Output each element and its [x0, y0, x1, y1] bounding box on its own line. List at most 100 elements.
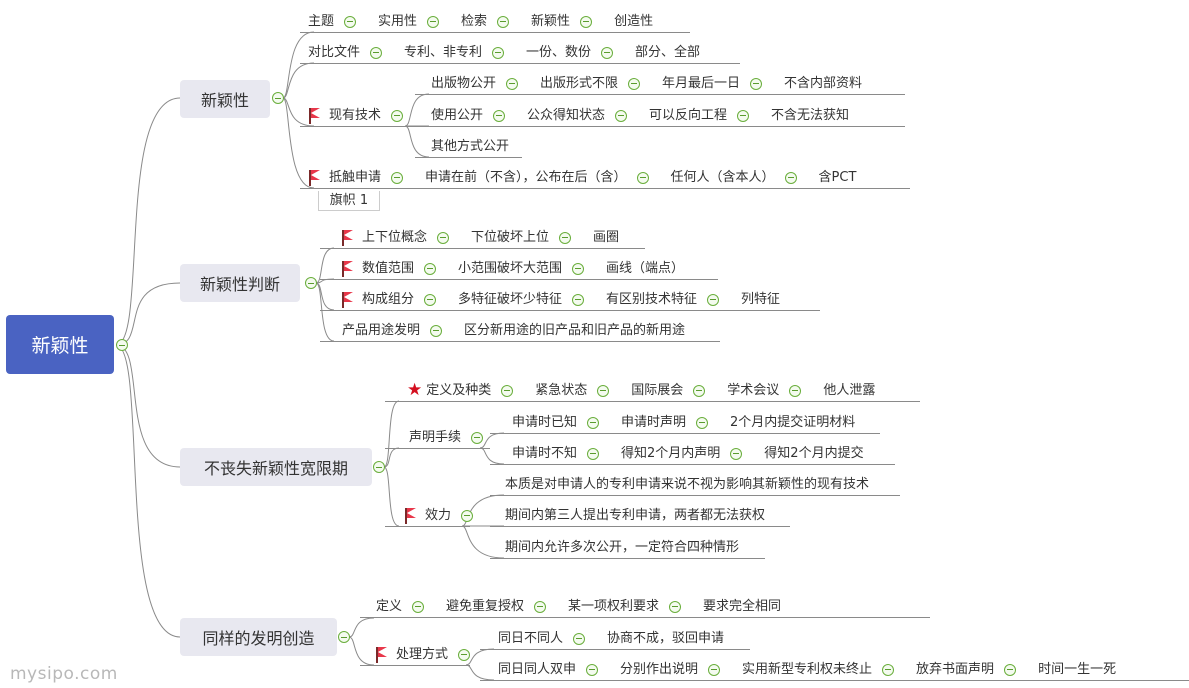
- collapse-icon[interactable]: [497, 15, 510, 28]
- collapse-icon[interactable]: [430, 324, 443, 337]
- node-label[interactable]: 其他方式公开: [431, 138, 510, 154]
- collapse-icon[interactable]: [572, 262, 585, 275]
- collapse-icon[interactable]: [412, 600, 425, 613]
- node-label[interactable]: 避免重复授权: [446, 598, 525, 614]
- collapse-icon[interactable]: [669, 600, 682, 613]
- node-label[interactable]: 申请时声明: [621, 414, 687, 430]
- node-label[interactable]: 区分新用途的旧产品和旧产品的新用途: [464, 322, 686, 338]
- collapse-icon[interactable]: [471, 431, 484, 444]
- root-topic[interactable]: 新颖性: [6, 315, 114, 374]
- node-label[interactable]: 含PCT: [818, 169, 857, 185]
- node-label[interactable]: 公众得知状态: [527, 107, 606, 123]
- collapse-icon[interactable]: [344, 15, 357, 28]
- collapse-icon[interactable]: [437, 231, 450, 244]
- node-label[interactable]: 不含内部资料: [784, 75, 863, 91]
- node-label[interactable]: 专利、非专利: [404, 44, 483, 60]
- node-label[interactable]: 实用新型专利权未终止: [742, 661, 873, 677]
- node-label[interactable]: 得知2个月内提交: [764, 445, 864, 461]
- collapse-icon[interactable]: [628, 77, 641, 90]
- collapse-icon[interactable]: [461, 509, 474, 522]
- node-label[interactable]: 时间一生一死: [1038, 661, 1117, 677]
- collapse-icon[interactable]: [391, 171, 404, 184]
- collapse-icon[interactable]: [587, 447, 600, 460]
- collapse-icon[interactable]: [373, 461, 385, 473]
- collapse-icon[interactable]: [501, 384, 514, 397]
- node-label[interactable]: 使用公开: [431, 107, 484, 123]
- collapse-icon[interactable]: [305, 277, 317, 289]
- node-label[interactable]: 要求完全相同: [703, 598, 782, 614]
- collapse-icon[interactable]: [424, 293, 437, 306]
- node-label[interactable]: 效力: [425, 507, 452, 523]
- topic-grace-period[interactable]: 不丧失新颖性宽限期: [180, 448, 372, 486]
- node-label[interactable]: 数值范围: [362, 260, 415, 276]
- collapse-icon[interactable]: [730, 447, 743, 460]
- node-label[interactable]: 多特征破坏少特征: [458, 291, 563, 307]
- node-label[interactable]: 协商不成，驳回申请: [607, 630, 725, 646]
- collapse-icon[interactable]: [882, 663, 895, 676]
- node-label[interactable]: 紧急状态: [535, 382, 588, 398]
- node-label[interactable]: 处理方式: [396, 646, 449, 662]
- collapse-icon[interactable]: [737, 109, 750, 122]
- collapse-icon[interactable]: [493, 109, 506, 122]
- collapse-icon[interactable]: [338, 631, 350, 643]
- node-label[interactable]: 现有技术: [329, 107, 382, 123]
- collapse-icon[interactable]: [492, 46, 505, 59]
- node-label[interactable]: 不含无法获知: [771, 107, 850, 123]
- node-label[interactable]: 可以反向工程: [649, 107, 728, 123]
- node-label[interactable]: 国际展会: [631, 382, 684, 398]
- node-label[interactable]: 申请在前（不含），公布在后（含）: [425, 169, 627, 185]
- node-label[interactable]: 列特征: [741, 291, 781, 307]
- node-label[interactable]: 2个月内提交证明材料: [730, 414, 856, 430]
- collapse-icon[interactable]: [601, 46, 614, 59]
- node-label[interactable]: 有区别技术特征: [606, 291, 698, 307]
- collapse-icon[interactable]: [696, 416, 709, 429]
- node-label[interactable]: 对比文件: [308, 44, 361, 60]
- node-label[interactable]: 部分、全部: [635, 44, 701, 60]
- collapse-icon[interactable]: [586, 663, 599, 676]
- node-label[interactable]: 任何人（含本人）: [670, 169, 775, 185]
- collapse-icon[interactable]: [424, 262, 437, 275]
- collapse-icon[interactable]: [1004, 663, 1017, 676]
- node-label[interactable]: 构成组分: [362, 291, 415, 307]
- collapse-icon[interactable]: [534, 600, 547, 613]
- node-label[interactable]: 声明手续: [409, 429, 462, 445]
- collapse-icon[interactable]: [580, 15, 593, 28]
- collapse-icon[interactable]: [458, 648, 471, 661]
- node-label[interactable]: 某一项权利要求: [568, 598, 660, 614]
- collapse-icon[interactable]: [708, 663, 721, 676]
- node-label[interactable]: 定义: [376, 598, 403, 614]
- node-label[interactable]: 主题: [308, 13, 335, 29]
- topic-novelty[interactable]: 新颖性: [180, 80, 270, 118]
- node-label[interactable]: 下位破坏上位: [471, 229, 550, 245]
- node-label[interactable]: 新颖性: [531, 13, 571, 29]
- collapse-icon[interactable]: [573, 632, 586, 645]
- collapse-icon[interactable]: [272, 92, 284, 104]
- node-label[interactable]: 小范围破坏大范围: [458, 260, 563, 276]
- node-label[interactable]: 期间内允许多次公开，一定符合四种情形: [505, 539, 740, 555]
- node-label[interactable]: 申请时不知: [512, 445, 578, 461]
- node-label[interactable]: 创造性: [614, 13, 654, 29]
- node-label[interactable]: 出版物公开: [431, 75, 497, 91]
- node-label[interactable]: 上下位概念: [362, 229, 428, 245]
- node-label[interactable]: 他人泄露: [823, 382, 876, 398]
- collapse-icon[interactable]: [572, 293, 585, 306]
- node-label[interactable]: 得知2个月内声明: [621, 445, 721, 461]
- collapse-icon[interactable]: [427, 15, 440, 28]
- node-label[interactable]: 期间内第三人提出专利申请，两者都无法获权: [505, 507, 766, 523]
- node-label[interactable]: 实用性: [378, 13, 418, 29]
- collapse-icon[interactable]: [559, 231, 572, 244]
- collapse-icon[interactable]: [750, 77, 763, 90]
- node-label[interactable]: 申请时已知: [512, 414, 578, 430]
- collapse-icon[interactable]: [116, 339, 128, 351]
- node-label[interactable]: 画线（端点）: [606, 260, 685, 276]
- collapse-icon[interactable]: [391, 109, 404, 122]
- collapse-icon[interactable]: [506, 77, 519, 90]
- topic-novelty-judgment[interactable]: 新颖性判断: [180, 264, 300, 302]
- node-label[interactable]: 一份、数份: [526, 44, 592, 60]
- node-label[interactable]: 定义及种类: [426, 382, 492, 398]
- node-label[interactable]: 同日不同人: [498, 630, 564, 646]
- node-label[interactable]: 本质是对申请人的专利申请来说不视为影响其新颖性的现有技术: [505, 476, 870, 492]
- node-label[interactable]: 出版形式不限: [540, 75, 619, 91]
- topic-same-invention[interactable]: 同样的发明创造: [180, 618, 337, 656]
- node-label[interactable]: 检索: [461, 13, 488, 29]
